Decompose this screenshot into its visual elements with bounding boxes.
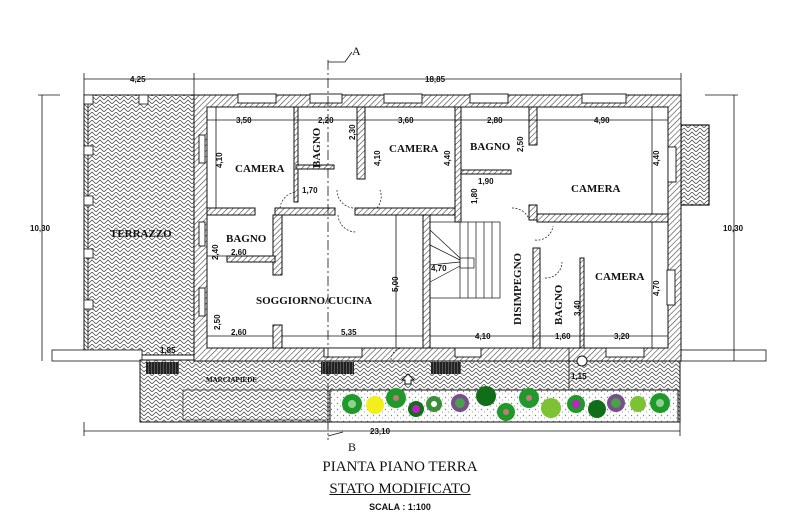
room-camera-4: CAMERA (595, 271, 645, 283)
svg-text:4,40: 4,40 (443, 150, 452, 166)
room-bagno-3: BAGNO (470, 141, 511, 153)
svg-text:1,85: 1,85 (160, 346, 176, 355)
svg-text:4,90: 4,90 (594, 116, 610, 125)
drawing-subtitle: STATO MODIFICATO (329, 481, 471, 497)
section-marker-b: B (348, 440, 356, 454)
dimension-lines (38, 73, 738, 436)
svg-text:4,70: 4,70 (652, 280, 661, 296)
room-soggiorno-cucina: SOGGIORNO/CUCINA (256, 295, 372, 307)
svg-text:1,90: 1,90 (478, 177, 494, 186)
section-marker-a: A (352, 44, 361, 58)
svg-text:1,60: 1,60 (555, 332, 571, 341)
svg-text:4,10: 4,10 (373, 150, 382, 166)
room-disimpegno: DISIMPEGNO (512, 252, 524, 325)
column-icon (576, 355, 588, 367)
svg-text:3,20: 3,20 (614, 332, 630, 341)
room-camera-3: CAMERA (571, 183, 621, 195)
dimension-labels: 4,25 18,85 23,10 10,30 10,30 3,50 2,20 3… (30, 75, 744, 436)
room-bagno-2: BAGNO (226, 233, 267, 245)
section-line (327, 51, 353, 440)
svg-text:5,00: 5,00 (391, 276, 400, 292)
svg-text:10,30: 10,30 (30, 224, 51, 233)
right-step (680, 349, 767, 362)
svg-text:23,10: 23,10 (370, 427, 391, 436)
svg-text:2,60: 2,60 (231, 328, 247, 337)
walls (193, 94, 682, 362)
svg-text:10,30: 10,30 (723, 224, 744, 233)
svg-text:4,10: 4,10 (475, 332, 491, 341)
svg-text:18,85: 18,85 (425, 75, 446, 84)
svg-text:5,35: 5,35 (341, 328, 357, 337)
svg-text:1,15: 1,15 (571, 372, 587, 381)
svg-text:3,60: 3,60 (398, 116, 414, 125)
svg-text:2,30: 2,30 (348, 124, 357, 140)
svg-text:2,80: 2,80 (487, 116, 503, 125)
svg-text:4,40: 4,40 (652, 150, 661, 166)
room-bagno-4: BAGNO (553, 284, 565, 325)
drawing-scale: SCALA : 1:100 (369, 502, 431, 512)
svg-text:4,10: 4,10 (215, 152, 224, 168)
room-terrazzo: TERRAZZO (110, 228, 172, 240)
svg-text:1,70: 1,70 (302, 186, 318, 195)
room-bagno-1: BAGNO (311, 127, 323, 168)
entrance-arrow-icon (400, 373, 416, 385)
svg-text:2,60: 2,60 (231, 248, 247, 257)
svg-text:2,50: 2,50 (213, 314, 222, 330)
room-camera-2: CAMERA (389, 143, 439, 155)
svg-text:1,80: 1,80 (470, 188, 479, 204)
room-camera-1: CAMERA (235, 163, 285, 175)
drawing-title: PIANTA PIANO TERRA (322, 459, 478, 475)
terrace (51, 94, 195, 362)
svg-text:4,70: 4,70 (431, 264, 447, 273)
windows (198, 93, 677, 358)
svg-text:2,50: 2,50 (516, 136, 525, 152)
svg-text:2,40: 2,40 (211, 244, 220, 260)
svg-text:3,40: 3,40 (573, 300, 582, 316)
svg-text:4,25: 4,25 (130, 75, 146, 84)
svg-text:2,20: 2,20 (318, 116, 334, 125)
sidewalk-label: MARCIAPIEDE (206, 376, 257, 384)
drawing-subtitle-wrap: STATO MODIFICATO (0, 481, 800, 498)
side-balcony (680, 124, 710, 206)
staircase (429, 221, 501, 299)
room-labels: TERRAZZO CAMERA BAGNO CAMERA BAGNO CAMER… (110, 127, 645, 384)
svg-text:3,50: 3,50 (236, 116, 252, 125)
planter-plants (342, 386, 670, 421)
door-swings (279, 189, 563, 361)
